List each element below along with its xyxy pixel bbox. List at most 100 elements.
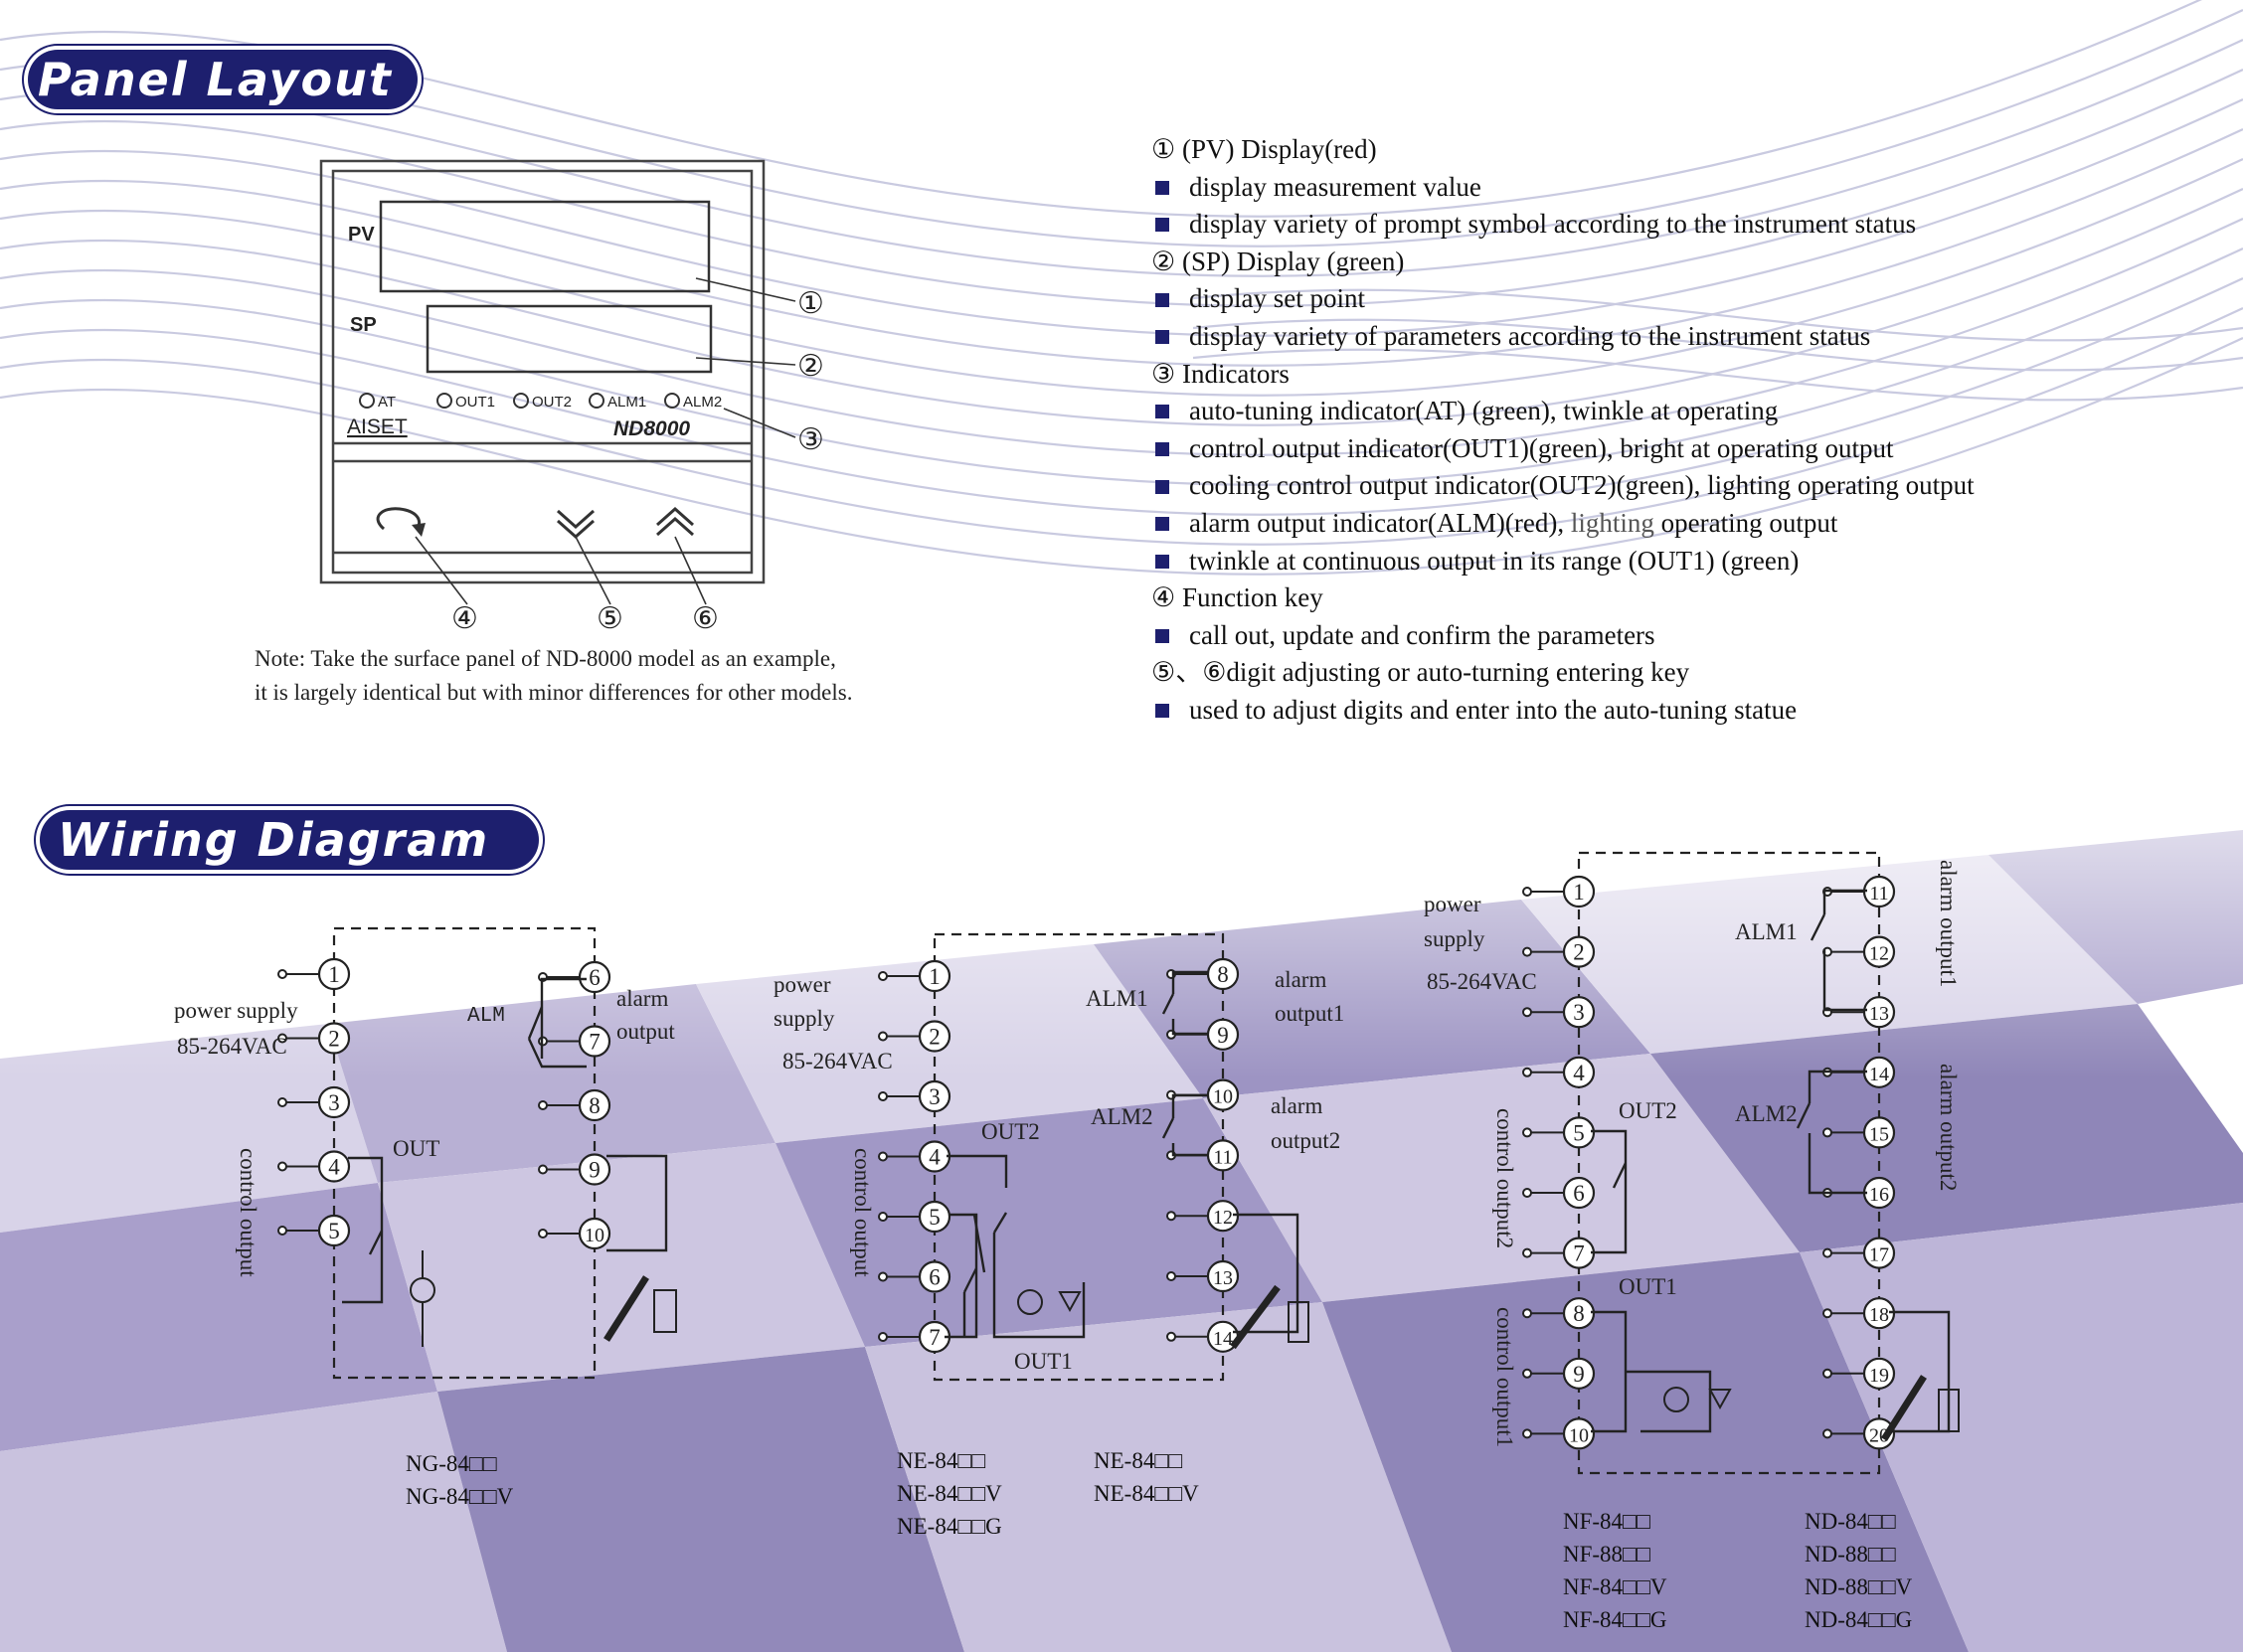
indicator-out1-label: OUT1	[455, 394, 495, 411]
square-bullet-icon	[1155, 180, 1169, 195]
terminal-number: 12	[1869, 943, 1889, 965]
model-name: NE-84□□V	[1094, 1481, 1199, 1506]
up-key-icon	[656, 506, 694, 537]
terminal-9	[578, 1153, 611, 1186]
terminal-screw	[878, 1091, 888, 1101]
indicator-alm2-lamp	[664, 393, 680, 409]
nf-control-output1-label: control output1	[1492, 1307, 1517, 1447]
terminal-screw	[878, 1212, 888, 1222]
terminal-number: 13	[1869, 1003, 1889, 1025]
square-bullet-icon	[1155, 218, 1169, 233]
terminal-5	[1562, 1116, 1596, 1149]
desc-item: call out, update and confirm the paramet…	[1151, 617, 2195, 655]
ng-alarm-output-label-1: alarm	[616, 986, 668, 1011]
square-bullet-icon	[1155, 479, 1169, 494]
wiring-diagram-title: Wiring Diagram	[40, 810, 539, 870]
terminal-screw	[878, 1271, 888, 1282]
terminal-screw	[538, 1229, 548, 1239]
desc-heading-pv: ① (PV) Display(red)	[1151, 134, 1377, 164]
terminal-number: 14	[1213, 1328, 1233, 1350]
desc-item: auto-tuning indicator(AT) (green), twink…	[1151, 393, 2195, 430]
terminal-number: 9	[1573, 1362, 1585, 1387]
ne-power-label: power	[774, 972, 831, 997]
terminal-number: 11	[1869, 883, 1888, 905]
terminal-2	[1562, 935, 1596, 968]
terminal-screw	[878, 1031, 888, 1042]
terminal-number: 17	[1869, 1244, 1889, 1266]
terminal-number: 1	[328, 962, 340, 987]
wave-lines	[0, 0, 2243, 576]
thermocouple-icon	[653, 1289, 677, 1333]
nf-power-label: power	[1424, 892, 1481, 916]
brand-label: AISET	[347, 415, 408, 438]
ne-alarm2-label-1: alarm	[1271, 1093, 1322, 1118]
nf-out2-label: OUT2	[1619, 1098, 1677, 1123]
nf-enclosure	[1577, 851, 1881, 1475]
ne-alarm1-label-2: output1	[1275, 1001, 1344, 1026]
desc-item: display set point	[1151, 280, 2195, 318]
nf-alarm-output2-label: alarm output2	[1936, 1064, 1961, 1191]
terminal-screw	[1522, 946, 1532, 957]
desc-item: twinkle at continuous output in its rang…	[1151, 543, 2195, 580]
ng-out-label: OUT	[393, 1136, 439, 1161]
panel-note-line-2: it is largely identical but with minor d…	[255, 680, 853, 705]
terminal-screw	[1822, 1368, 1832, 1379]
square-bullet-icon	[1155, 517, 1169, 532]
function-key-icon	[376, 507, 426, 537]
terminal-screw	[1522, 1368, 1532, 1379]
nf-alm2-label: ALM2	[1735, 1101, 1798, 1126]
ac-source-icon	[1663, 1387, 1689, 1412]
terminal-screw	[538, 1164, 548, 1175]
desc-item: display variety of prompt symbol accordi…	[1151, 206, 2195, 244]
callout-numbers: ① ② ③ ④ ⑤ ⑥	[451, 286, 824, 636]
terminal-number: 9	[1217, 1023, 1229, 1048]
desc-item: control output indicator(OUT1)(green), b…	[1151, 430, 2195, 468]
terminal-3	[918, 1079, 951, 1113]
panel-note-line-1: Note: Take the surface panel of ND-8000 …	[255, 646, 836, 671]
terminal-number: 4	[929, 1145, 941, 1170]
desc-heading-indicators: ③ Indicators	[1151, 358, 1290, 389]
relay-contacts	[342, 889, 1951, 1433]
terminal-4	[317, 1150, 351, 1183]
indicator-alm2-label: ALM2	[683, 394, 722, 411]
model-name: NF-84□□V	[1563, 1574, 1667, 1599]
model-label: ND8000	[613, 417, 690, 440]
terminal-number: 12	[1213, 1207, 1233, 1229]
terminal-number: 8	[1573, 1301, 1585, 1326]
model-name: NF-84□□G	[1563, 1607, 1667, 1632]
callout-4: ④	[451, 601, 478, 636]
desc-item: display variety of parameters according …	[1151, 318, 2195, 356]
pv-label: PV	[348, 224, 375, 246]
ng-power-supply-label: power supply	[174, 998, 298, 1023]
down-key-icon	[557, 509, 595, 540]
panel-description-list: ① (PV) Display(red) display measurement …	[1151, 131, 2195, 730]
terminal-screw	[1522, 1308, 1532, 1319]
ng-alm-label: ALM	[467, 1005, 505, 1028]
ne-voltage-label: 85-264VAC	[782, 1049, 893, 1074]
desc-heading-function-key: ④ Function key	[1151, 582, 1323, 613]
terminal-6	[1562, 1176, 1596, 1210]
terminal-6	[578, 960, 611, 994]
ng-voltage-label: 85-264VAC	[177, 1034, 287, 1059]
terminal-screw	[1522, 1127, 1532, 1138]
square-bullet-icon	[1155, 629, 1169, 644]
terminal-screw	[1822, 1127, 1832, 1138]
model-name: NG-84□□	[406, 1451, 497, 1476]
ac-source-icon	[410, 1277, 435, 1303]
terminal-number: 1	[929, 964, 941, 989]
callout-6: ⑥	[692, 601, 719, 636]
ne-control-output-label: control output	[850, 1148, 875, 1277]
desc-heading-sp: ② (SP) Display (green)	[1151, 246, 1405, 276]
terminal-number: 7	[589, 1030, 601, 1055]
terminal-layer: 1234567891012345678910111213141234567891…	[277, 875, 1896, 1450]
panel-layout-title: Panel Layout	[28, 50, 418, 109]
terminal-number: 16	[1869, 1184, 1889, 1206]
terminal-13	[1206, 1259, 1240, 1293]
ne-model-list-left: NE-84□□ NE-84□□V NE-84□□G	[897, 1444, 1002, 1543]
terminal-screw	[1522, 1247, 1532, 1258]
controller-panel-drawing: PV SP AT OUT1 OUT2 ALM1 ALM2 AISET ND800…	[319, 159, 824, 636]
terminal-screw	[538, 1100, 548, 1110]
terminal-number: 6	[929, 1265, 941, 1290]
terminal-17	[1862, 1237, 1896, 1269]
indicator-out2-lamp	[513, 393, 529, 409]
